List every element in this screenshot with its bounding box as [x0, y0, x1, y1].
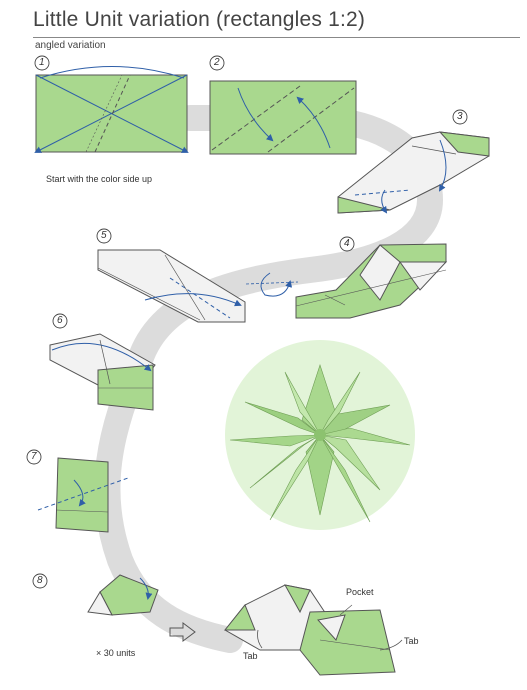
pocket-label: Pocket: [346, 587, 374, 597]
step-6-diagram: [49, 333, 156, 411]
step-number-label-5: 5: [101, 230, 107, 241]
step-number-label-4: 4: [344, 238, 350, 249]
tab-label-left: Tab: [243, 651, 258, 661]
next-step-arrow: [169, 622, 196, 642]
step-number-label-1: 1: [39, 57, 45, 68]
step-5-diagram: [97, 249, 299, 323]
step-4-diagram: [295, 243, 448, 319]
step-number-7: [26, 449, 42, 465]
units-count-text: × 30 units: [96, 648, 136, 658]
page-subtitle: angled variation: [35, 40, 106, 51]
step-1-diagram: [34, 66, 189, 153]
step-number-label-2: 2: [214, 57, 220, 68]
step-number-label-6: 6: [57, 315, 63, 326]
step-number-label-3: 3: [457, 111, 463, 122]
step-number-3: [452, 109, 468, 125]
step-number-2: [209, 55, 225, 71]
step-number-1: [34, 55, 50, 71]
step-number-label-8: 8: [37, 575, 43, 586]
step-8-diagram: [87, 574, 159, 616]
step-7-diagram: [37, 457, 129, 533]
step-number-6: [52, 313, 68, 329]
step-number-4: [339, 236, 355, 252]
finished-model-photo: [225, 340, 415, 530]
instruction-text: Start with the color side up: [46, 174, 153, 184]
step-2-diagram: [209, 80, 357, 155]
step-number-5: [96, 228, 112, 244]
title-divider: [33, 37, 520, 38]
assembly-diagram: [223, 584, 403, 676]
tab-label-right: Tab: [404, 636, 419, 646]
step-number-label-7: 7: [31, 451, 37, 462]
step-3-diagram: [337, 131, 490, 214]
step-number-8: [32, 573, 48, 589]
page-title: Little Unit variation (rectangles 1:2): [33, 8, 366, 31]
